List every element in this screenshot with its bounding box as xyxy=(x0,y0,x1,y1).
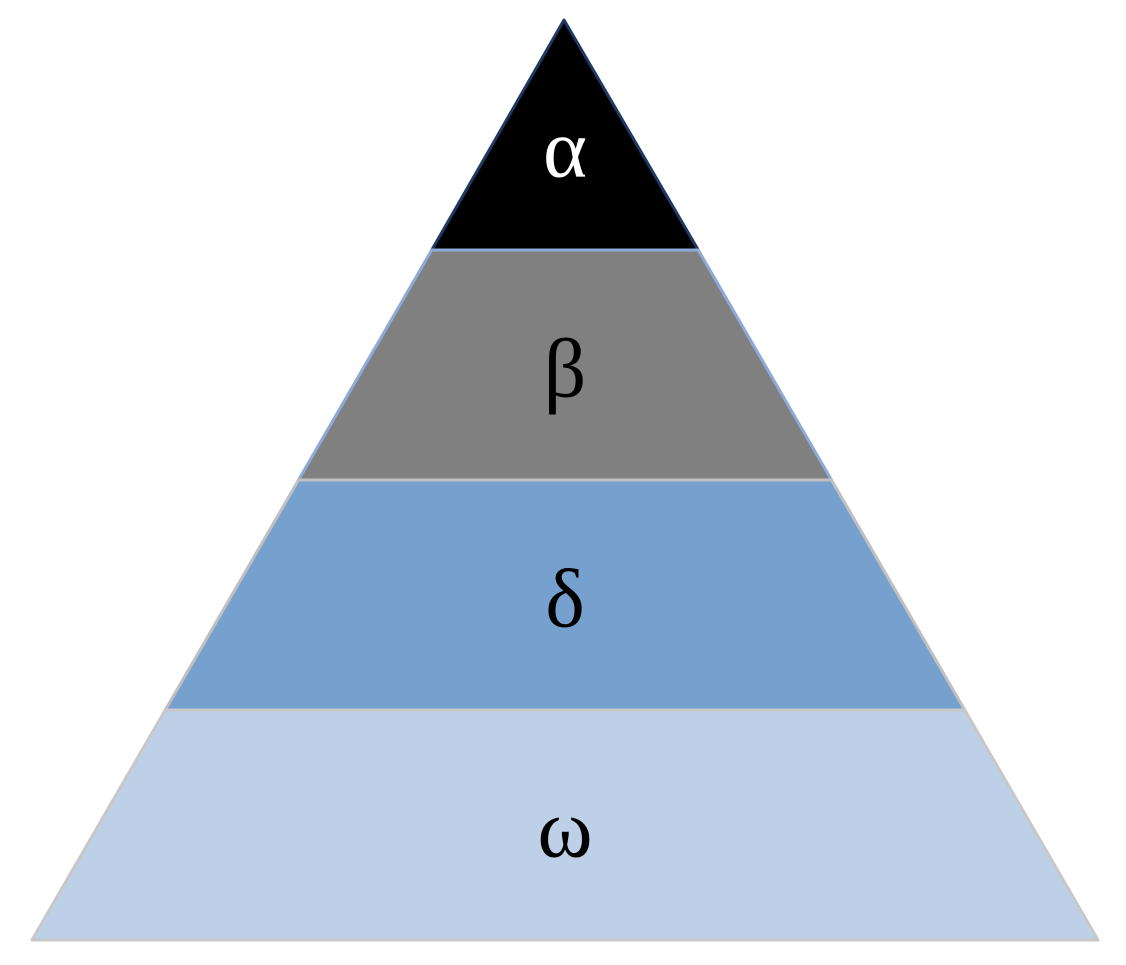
pyramid-labels: α β δ ω xyxy=(537,102,592,875)
pyramid-tier-2-label: β xyxy=(544,323,587,416)
pyramid-tier-4-label: ω xyxy=(537,783,592,876)
pyramid-tier-4 xyxy=(30,708,1100,942)
pyramid-tier-1-label: α xyxy=(543,102,587,195)
pyramid-tier-3-label: δ xyxy=(545,553,585,646)
pyramid-tiers xyxy=(30,18,1100,942)
